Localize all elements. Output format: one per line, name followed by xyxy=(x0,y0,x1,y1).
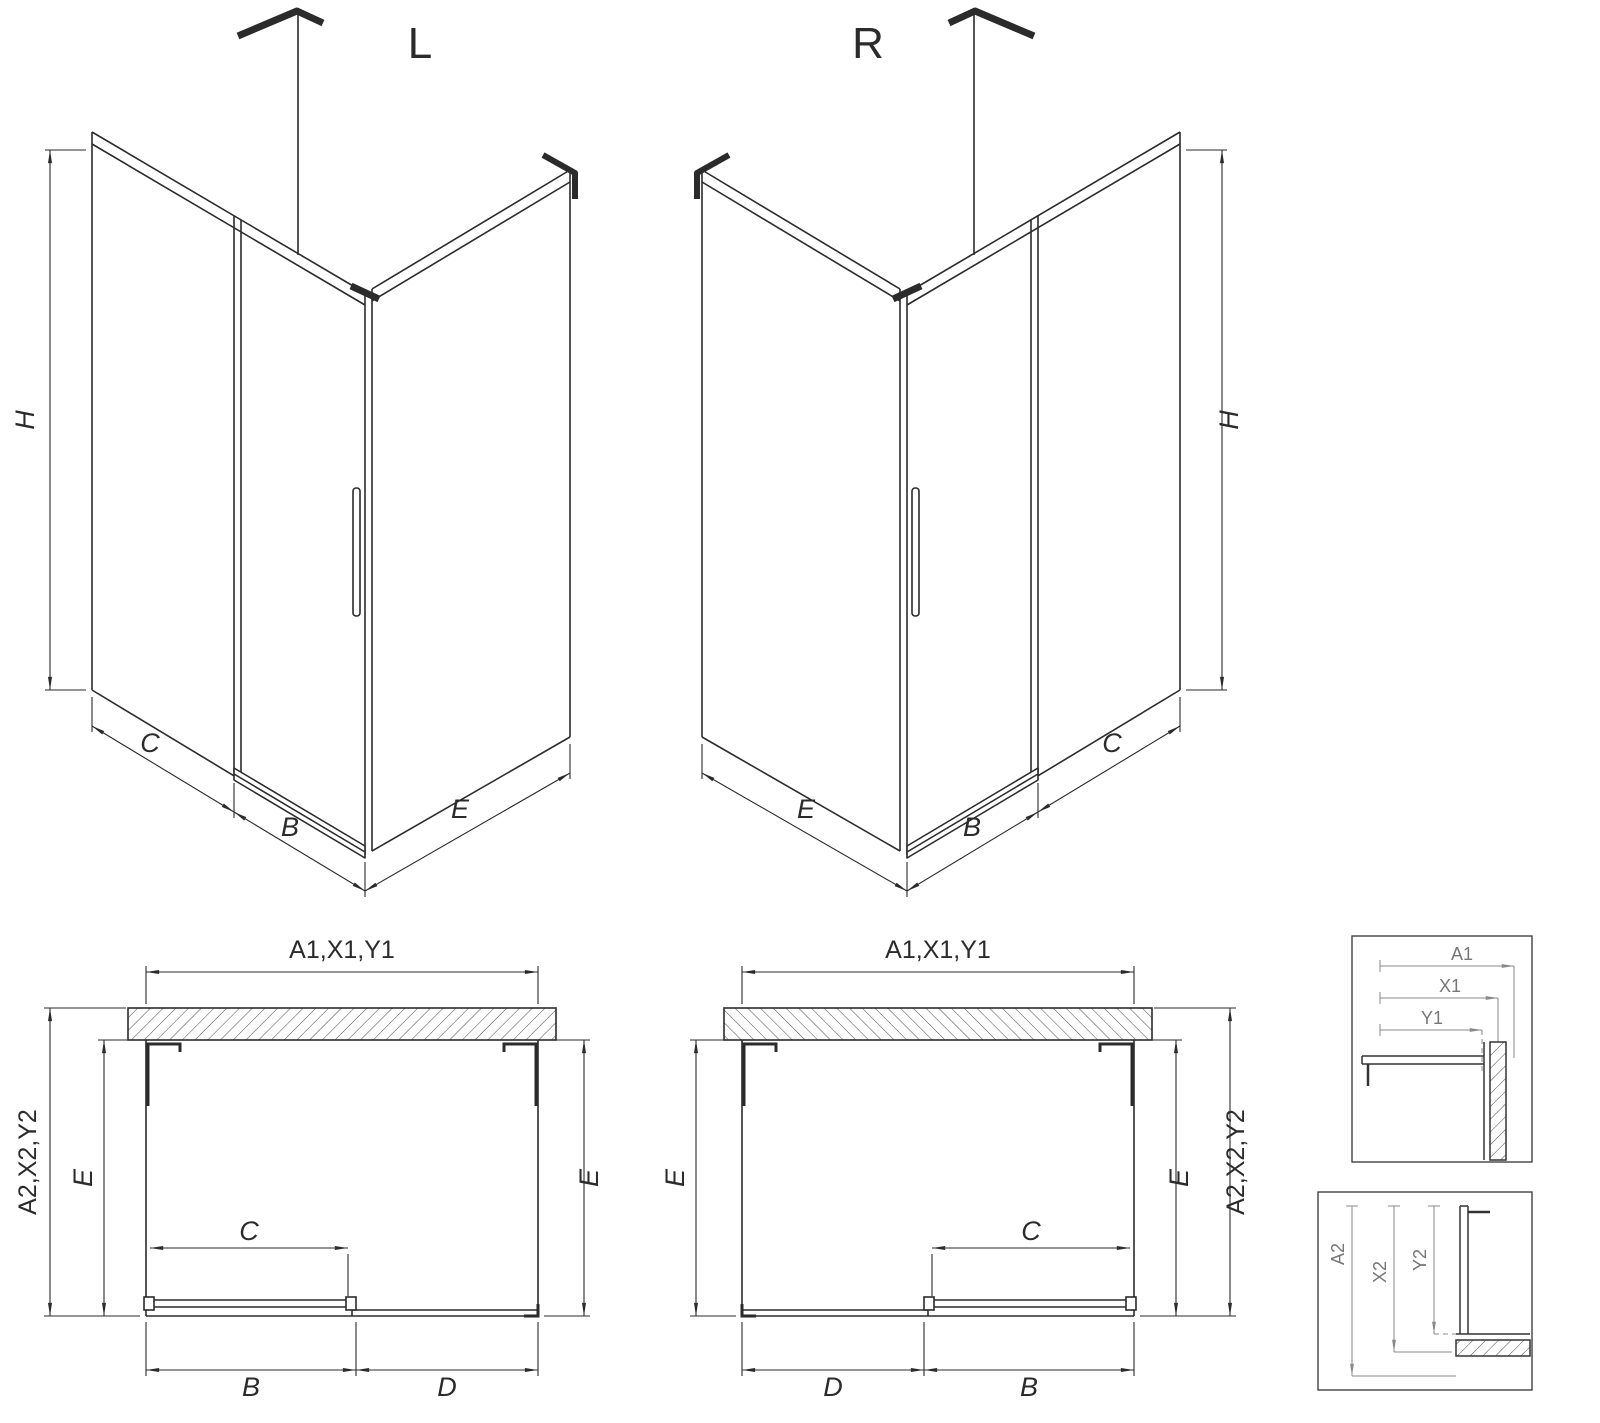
detail-bottom-floor-hatch xyxy=(1455,1339,1531,1357)
plan-left-b-label: B xyxy=(242,1372,260,1402)
plan-mid-width-label: A1,X1,Y1 xyxy=(885,936,991,964)
detail-view-bottom: A2 X2 Y2 xyxy=(1317,1191,1533,1391)
dim-label-e-right: E xyxy=(797,794,816,824)
detail-bottom-frame xyxy=(1317,1191,1533,1391)
dim-label-b-right: B xyxy=(963,812,981,842)
dim-label-h-left: H xyxy=(10,410,40,430)
detail-bottom-profile-drawing xyxy=(1455,1205,1531,1357)
detail-bottom-dimension-lines xyxy=(1346,1205,1474,1377)
plan-left-c-label: C xyxy=(239,1216,259,1246)
dim-label-h-right: H xyxy=(1214,410,1244,430)
iso-view-right xyxy=(697,11,1227,897)
plan-mid-b-label: B xyxy=(1020,1372,1038,1402)
detail-top-wall-hatch xyxy=(1489,1041,1507,1161)
dim-label-c-left: C xyxy=(140,728,160,758)
plan-left-depth-label: A2,X2,Y2 xyxy=(14,1109,42,1215)
plan-mid-e-right: E xyxy=(1164,1168,1194,1187)
plan-mid-c-label: C xyxy=(1021,1216,1041,1246)
plan-left-e-left: E xyxy=(68,1168,98,1187)
dim-label-b-left: B xyxy=(281,812,299,842)
detail-a2-label: A2 xyxy=(1328,1243,1348,1265)
plan-mid-d-label: D xyxy=(823,1372,843,1402)
plan-view-middle xyxy=(690,966,1236,1376)
detail-x1-label: X1 xyxy=(1439,976,1461,996)
detail-x2-label: X2 xyxy=(1370,1261,1390,1283)
plan-left-e-right: E xyxy=(574,1168,604,1187)
dim-label-e-left: E xyxy=(451,794,470,824)
plan-mid-depth-label: A2,X2,Y2 xyxy=(1222,1109,1250,1215)
plan-mid-e-left: E xyxy=(660,1168,690,1187)
detail-top-frame xyxy=(1351,935,1533,1163)
dim-label-c-right: C xyxy=(1102,728,1122,758)
detail-y1-label: Y1 xyxy=(1421,1008,1443,1028)
iso-view-left xyxy=(45,11,575,897)
plan-view-left xyxy=(44,966,590,1376)
detail-top-profile-drawing xyxy=(1361,1041,1507,1161)
variant-label-left: L xyxy=(408,19,432,68)
plan-left-d-label: D xyxy=(437,1372,457,1402)
detail-view-top: A1 X1 Y1 xyxy=(1351,935,1533,1163)
variant-label-right: R xyxy=(852,19,884,68)
detail-a1-label: A1 xyxy=(1451,944,1473,964)
detail-y2-label: Y2 xyxy=(1410,1249,1430,1271)
plan-left-width-label: A1,X1,Y1 xyxy=(289,936,395,964)
detail-top-dimension-lines xyxy=(1379,960,1515,1072)
